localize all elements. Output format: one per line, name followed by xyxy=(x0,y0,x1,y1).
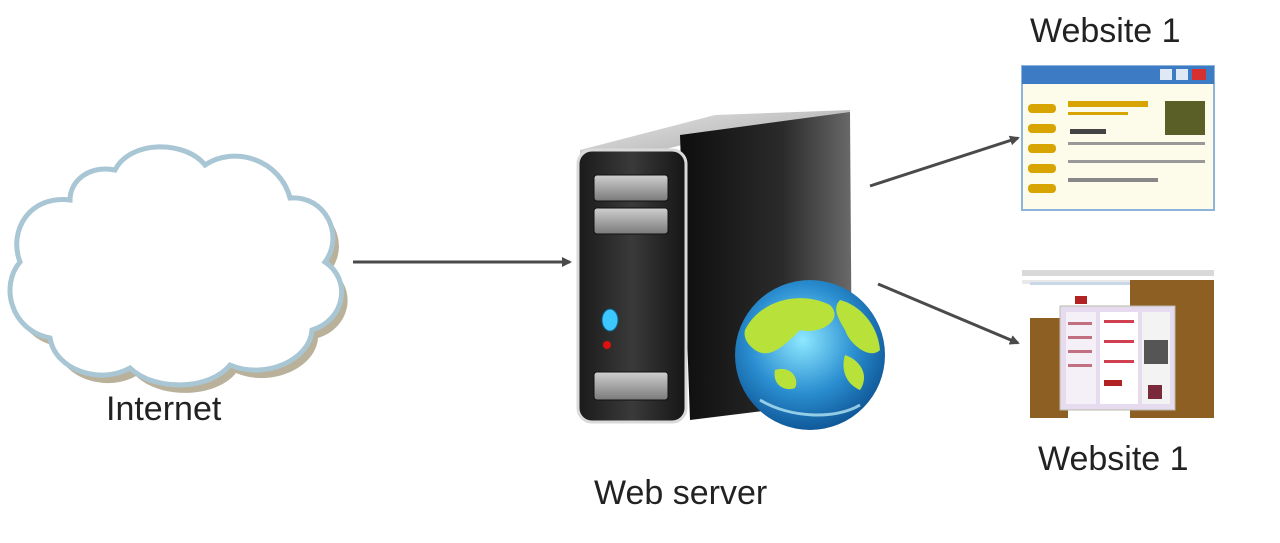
browser-window-icon xyxy=(1021,65,1215,211)
globe-icon xyxy=(735,280,885,430)
website-top-label: Website 1 xyxy=(1030,12,1181,50)
arrow-server-to-website-bottom xyxy=(877,282,1020,345)
website-screenshot-icon xyxy=(1022,270,1214,418)
internet-label: Internet xyxy=(106,390,222,428)
website-bottom-label: Website 1 xyxy=(1038,440,1189,478)
arrow-server-to-website-top xyxy=(869,135,1020,188)
cloud-icon xyxy=(7,144,348,393)
web-server-label: Web server xyxy=(594,474,768,512)
